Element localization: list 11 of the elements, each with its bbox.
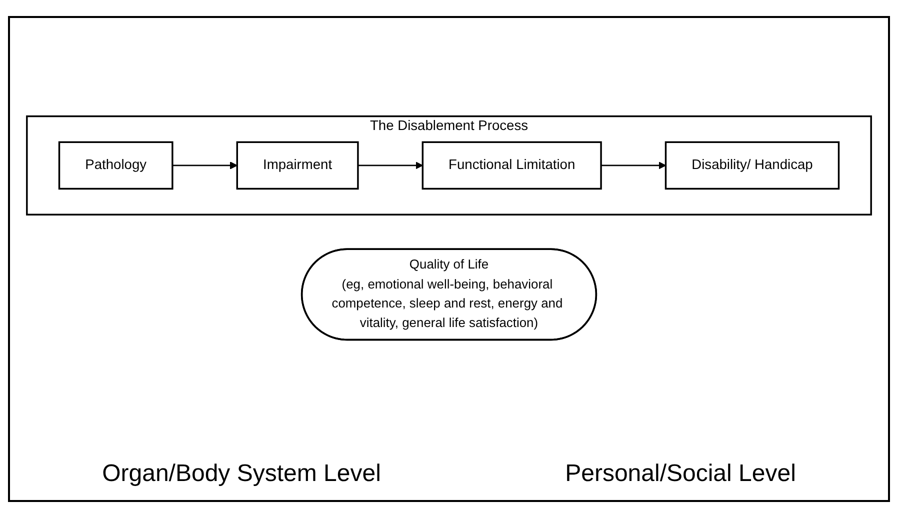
arrow (358, 162, 423, 170)
cluster (26, 115, 872, 216)
level-label: Organ/Body System Level (102, 460, 381, 488)
node-box (664, 141, 840, 190)
node-box (236, 141, 359, 190)
arrow (601, 162, 666, 170)
node-box (58, 141, 174, 190)
arrow (172, 162, 238, 170)
node-box (422, 141, 602, 190)
diagram-frame: The Disablement Process Pathology Impairment Functional Limitation Disability/ Handicap Quality of Life (eg, emotional well-being, behavioral competence, sleep and rest, energy and vitality, general life satisfaction) Organ/Body System Level Personal/Social Level (8, 16, 890, 502)
level-label: Personal/Social Level (565, 460, 796, 488)
